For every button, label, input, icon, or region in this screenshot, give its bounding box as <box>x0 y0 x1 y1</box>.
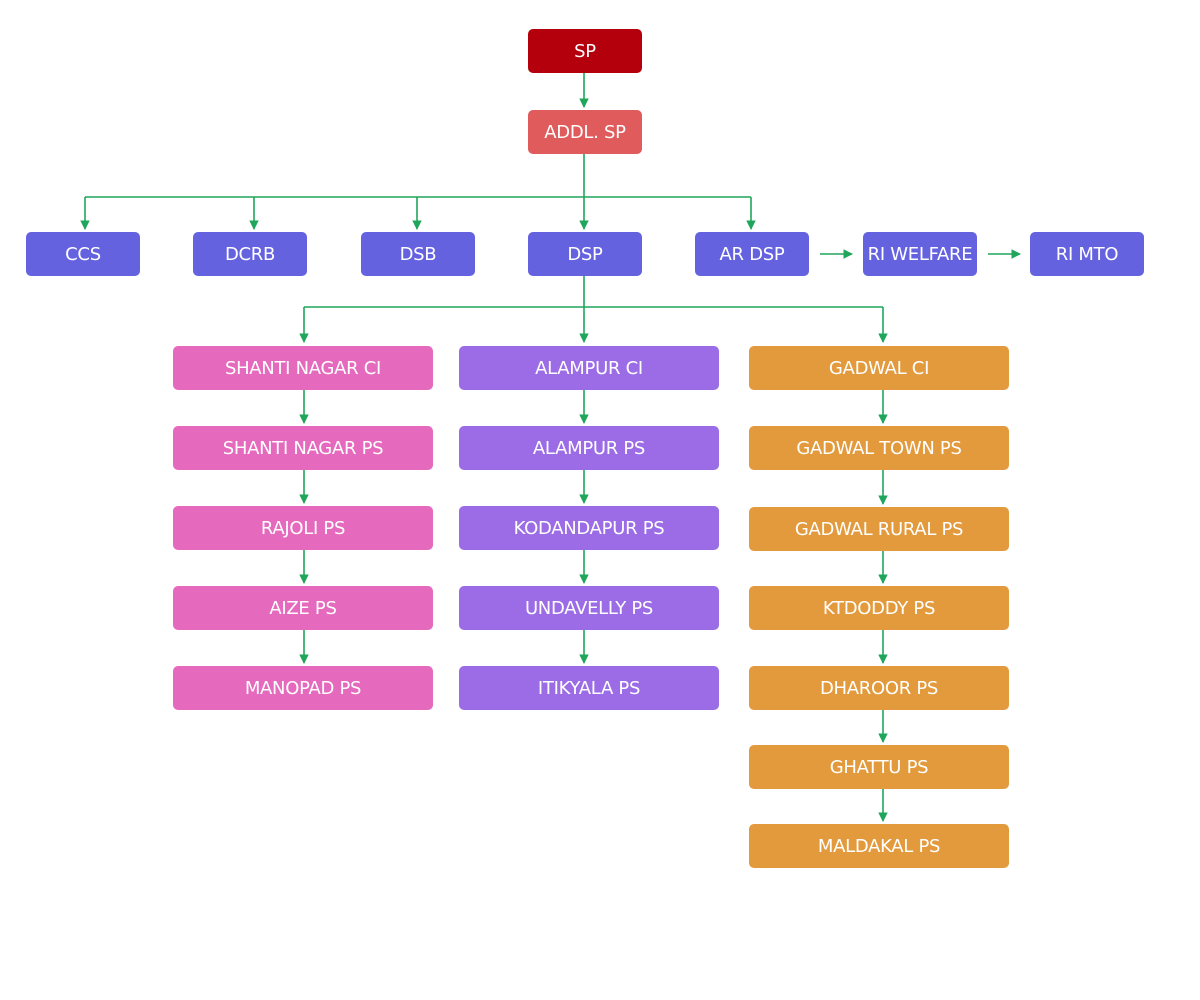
node-rajoli-ps: RAJOLI PS <box>173 506 433 550</box>
node-maldakal-ps: MALDAKAL PS <box>749 824 1009 868</box>
node-gadwal-ci: GADWAL CI <box>749 346 1009 390</box>
node-sp: SP <box>528 29 642 73</box>
node-undavelly-ps: UNDAVELLY PS <box>459 586 719 630</box>
node-dcrb: DCRB <box>193 232 307 276</box>
node-gadwal-town-ps: GADWAL TOWN PS <box>749 426 1009 470</box>
node-ri-welfare: RI WELFARE <box>863 232 977 276</box>
node-aize-ps: AIZE PS <box>173 586 433 630</box>
node-kodandapur-ps: KODANDAPUR PS <box>459 506 719 550</box>
node-itikyala-ps: ITIKYALA PS <box>459 666 719 710</box>
node-ar-dsp: AR DSP <box>695 232 809 276</box>
node-ri-mto: RI MTO <box>1030 232 1144 276</box>
node-dsp: DSP <box>528 232 642 276</box>
node-ktdoddy-ps: KTDODDY PS <box>749 586 1009 630</box>
node-alampur-ci: ALAMPUR CI <box>459 346 719 390</box>
node-alampur-ps: ALAMPUR PS <box>459 426 719 470</box>
node-shanti-nagar-ps: SHANTI NAGAR PS <box>173 426 433 470</box>
node-dsb: DSB <box>361 232 475 276</box>
node-ghattu-ps: GHATTU PS <box>749 745 1009 789</box>
node-dharoor-ps: DHAROOR PS <box>749 666 1009 710</box>
node-ccs: CCS <box>26 232 140 276</box>
node-gadwal-rural-ps: GADWAL RURAL PS <box>749 507 1009 551</box>
node-shanti-nagar-ci: SHANTI NAGAR CI <box>173 346 433 390</box>
node-manopad-ps: MANOPAD PS <box>173 666 433 710</box>
node-addl-sp: ADDL. SP <box>528 110 642 154</box>
